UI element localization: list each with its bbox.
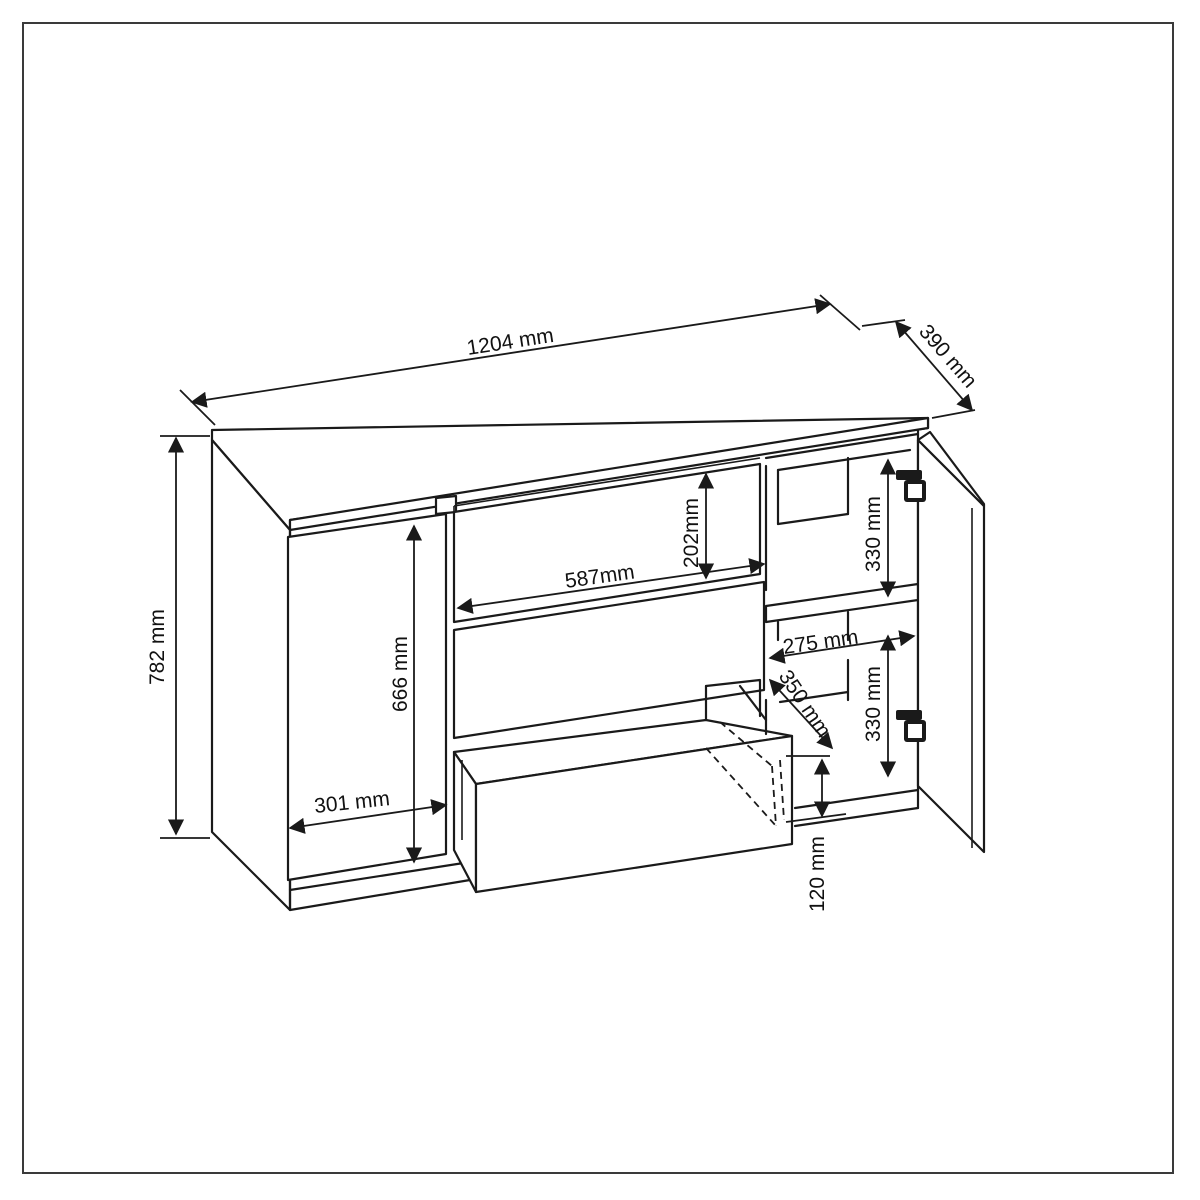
drawer-3-open bbox=[452, 718, 794, 894]
left-divider bbox=[434, 494, 458, 516]
right-door-edge bbox=[916, 430, 986, 508]
label-drawer-inner-height: 120 mm bbox=[806, 836, 829, 912]
hinge-icon bbox=[896, 710, 926, 742]
label-drawer-height: 202mm bbox=[680, 498, 703, 568]
label-width: 1204 mm bbox=[465, 324, 555, 360]
label-shelf-height-lower: 330 mm bbox=[862, 666, 885, 742]
label-shelf-width: 275 mm bbox=[781, 626, 859, 659]
drawer-box-dashed bbox=[704, 678, 785, 827]
label-drawer-depth: 350 mm bbox=[774, 666, 835, 742]
label-door-inner-height: 666 mm bbox=[389, 636, 412, 712]
label-height: 782 mm bbox=[146, 609, 169, 685]
cabinet-body bbox=[210, 416, 930, 912]
hinge-icon bbox=[896, 470, 926, 502]
drawer-3-front bbox=[474, 734, 794, 894]
right-door-open bbox=[916, 438, 986, 854]
label-shelf-height-upper: 330 mm bbox=[862, 496, 885, 572]
shelf-middle bbox=[764, 582, 920, 624]
